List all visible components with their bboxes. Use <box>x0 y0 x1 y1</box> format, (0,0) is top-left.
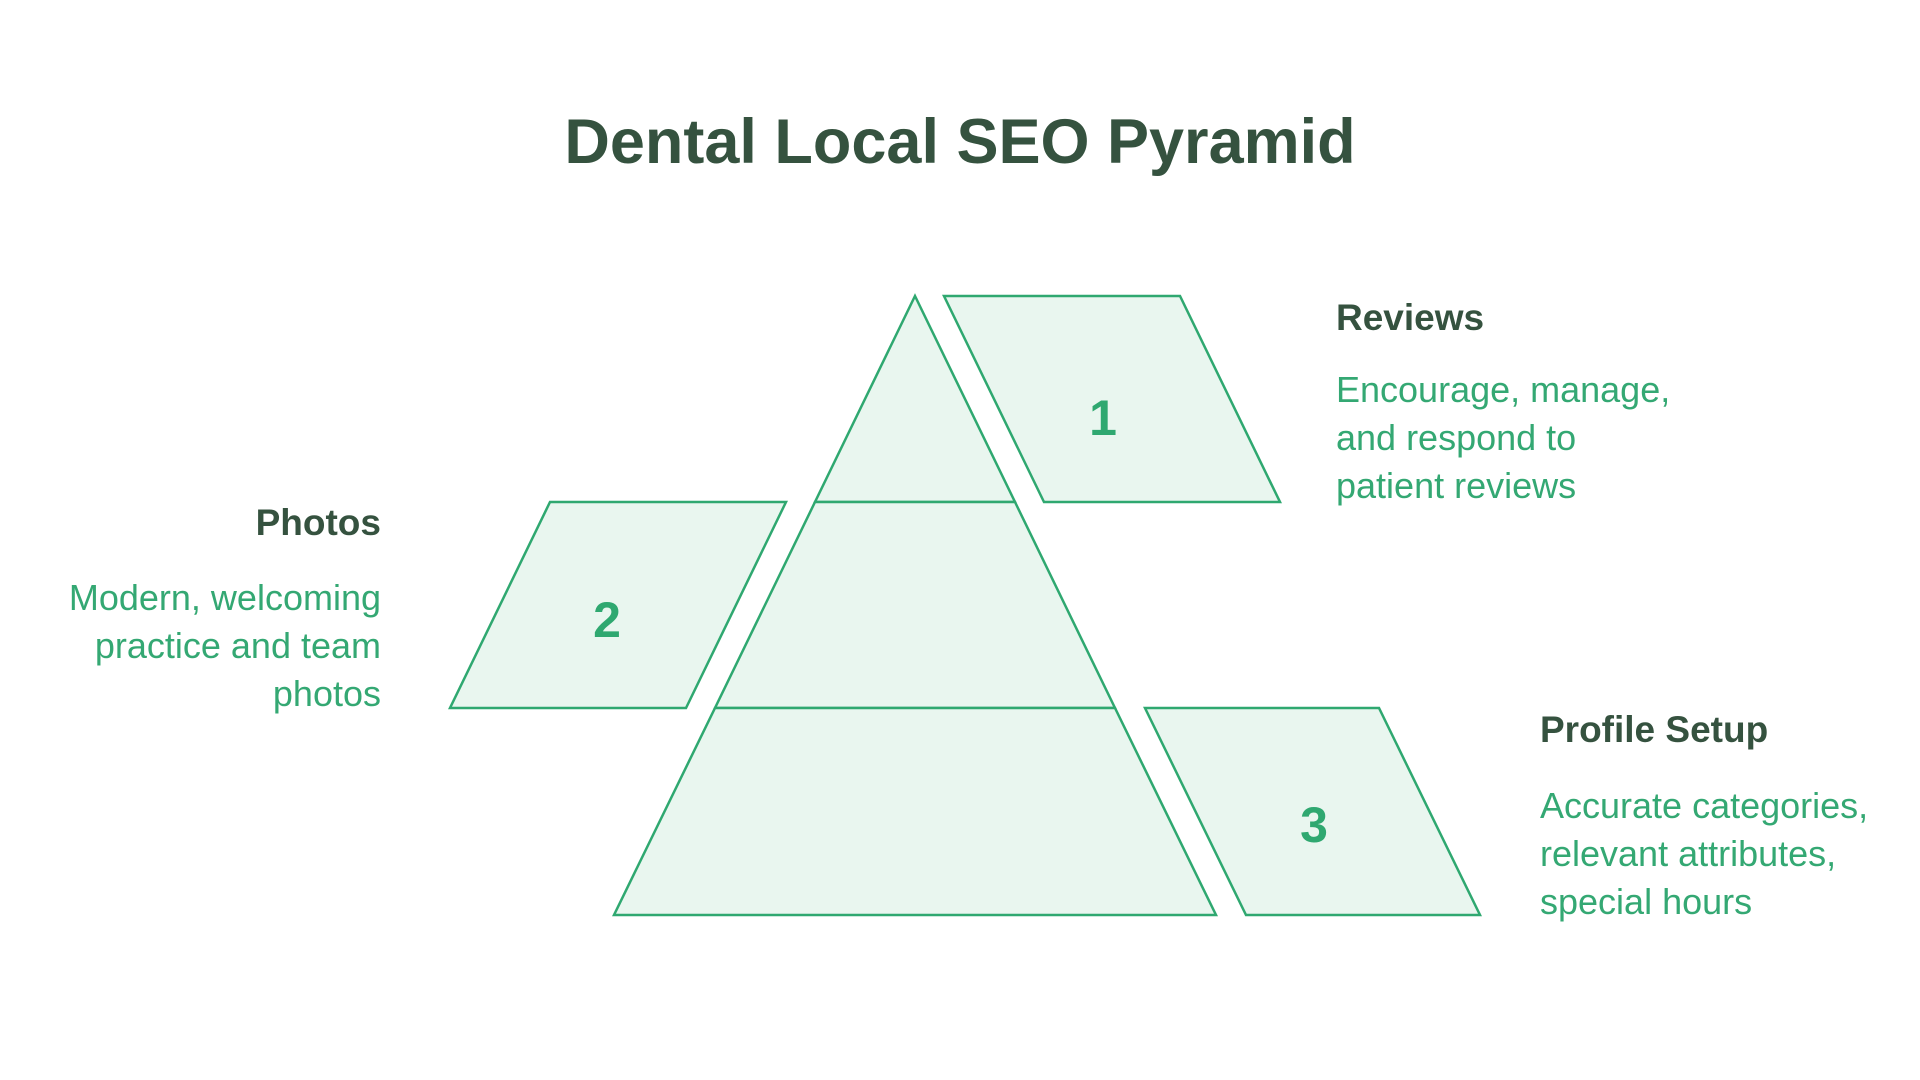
photos-heading: Photos <box>255 502 381 543</box>
profile-setup-heading: Profile Setup <box>1540 709 1769 750</box>
profile-setup-description-line: special hours <box>1540 881 1753 922</box>
callout-1-shape <box>942 294 1282 504</box>
reviews-heading: Reviews <box>1336 297 1485 338</box>
reviews-description-line: and respond to <box>1336 417 1577 458</box>
reviews-description: Encourage, manage, and respond to patien… <box>1336 366 1670 510</box>
photos-description-line: photos <box>272 673 381 714</box>
callout-2-shape <box>448 500 788 710</box>
pyramid-level-3-shape <box>611 706 1219 917</box>
page-title: Dental Local SEO Pyramid <box>564 107 1356 177</box>
level-2-number: 2 <box>593 592 621 648</box>
profile-setup-description-line: Accurate categories, <box>1540 785 1869 826</box>
level-1-number: 1 <box>1089 390 1117 446</box>
pyramid-level-2-shape <box>713 500 1117 710</box>
photos-description: Modern, welcoming practice and team phot… <box>31 574 381 718</box>
profile-setup-description-line: relevant attributes, <box>1540 833 1837 874</box>
photos-description-line: Modern, welcoming <box>68 577 381 618</box>
callout-3-shape <box>1142 706 1483 917</box>
reviews-description-line: patient reviews <box>1336 465 1577 506</box>
profile-setup-description: Accurate categories, relevant attributes… <box>1540 782 1868 926</box>
photos-description-line: practice and team <box>94 625 381 666</box>
reviews-description-line: Encourage, manage, <box>1336 369 1671 410</box>
level-3-number: 3 <box>1300 797 1328 853</box>
